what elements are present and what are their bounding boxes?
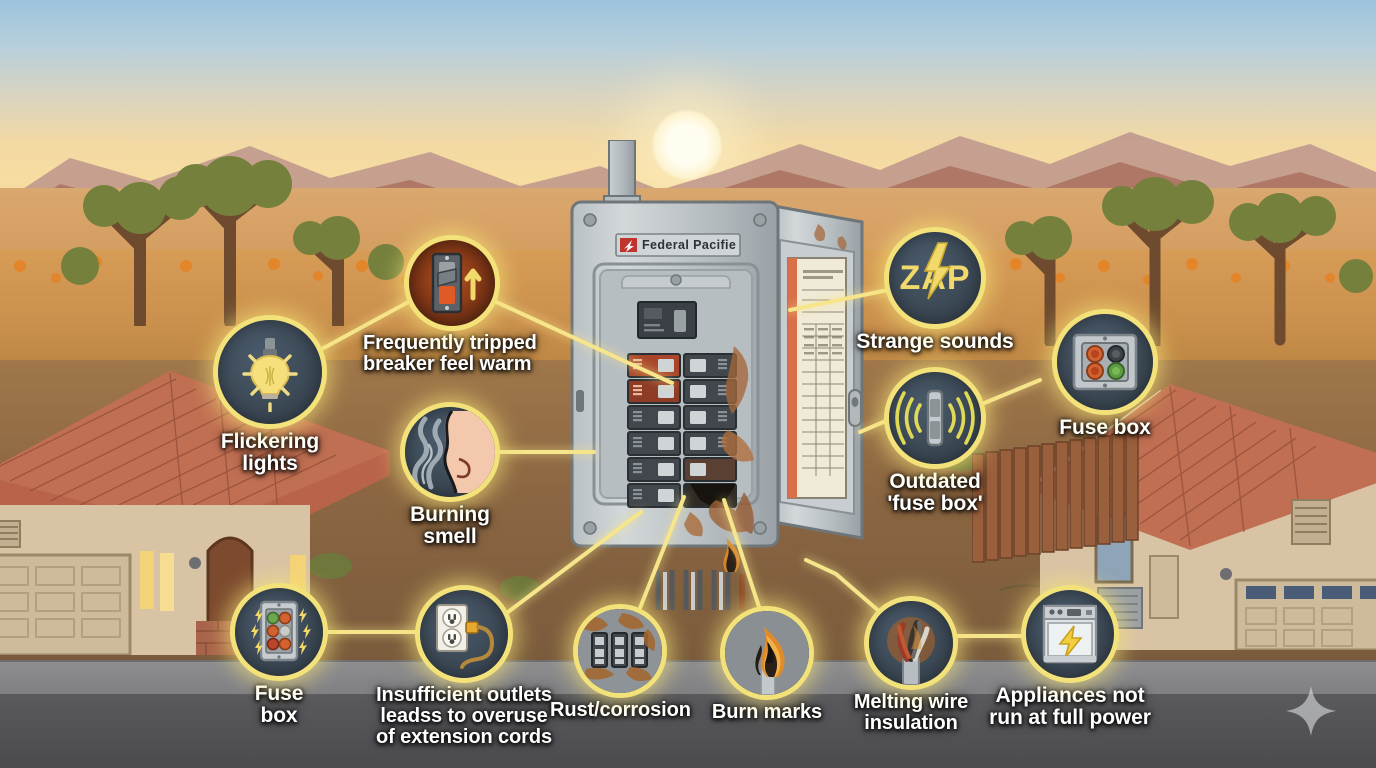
flame-icon [725,611,809,695]
sparkle-icon [1284,684,1338,738]
panel-brand-plate: Federal Pacifie [615,233,741,257]
tripped-breaker-caption: Frequently tripped breaker feel warm [363,332,537,376]
lightbulb-icon [242,338,298,412]
melting-wire-icon [887,617,935,685]
joshua-trees-right [1005,177,1373,346]
node-melting-wire-insulation[interactable]: Melting wire insulation [854,601,986,734]
node-rust-corrosion[interactable]: Rust/corrosion [550,609,691,721]
flickering-lights-caption: Flickering lights [220,430,320,476]
node-fuse-box-right[interactable]: Fuse box [1057,314,1153,439]
node-appliances-not-full-power[interactable]: Appliances not run at full power [989,590,1155,730]
insufficient-outlets-bubble[interactable] [420,590,508,678]
node-burning-smell[interactable]: Burning smell [405,407,495,549]
fuse-panel-icon [251,600,311,662]
node-insufficient-outlets[interactable]: Insufficient outlets leadss to overuse o… [376,590,554,749]
panel-brand-text: Federal Pacifie [642,238,736,252]
appliance-bolt-icon [1042,604,1098,664]
joshua-trees-left [61,156,404,326]
insufficient-outlets-caption: Insufficient outlets leadss to overuse o… [375,684,552,749]
burning-smell-bubble[interactable] [405,407,495,497]
wooden-fence [972,431,1139,563]
rust-corrosion-caption: Rust/corrosion [550,699,691,721]
outdated-fuse-box-caption: Outdated 'fuse box' [887,470,983,516]
fuse-plugs-icon [1072,333,1138,391]
outdated-fuse-box-bubble[interactable] [889,372,981,464]
outlet-cord-icon [436,604,495,669]
rusty-breakers-icon [578,609,662,693]
buzzing-fuse-icon [895,389,975,447]
strange-sounds-caption: Strange sounds [856,330,1014,353]
burn-marks-bubble[interactable] [725,611,809,695]
rust-corrosion-bubble[interactable] [578,609,662,693]
node-fuse-box-left[interactable]: Fuse box [235,588,323,728]
melting-wire-bubble[interactable] [869,601,953,685]
fuse-box-left-bubble[interactable] [235,588,323,676]
fuse-box-right-bubble[interactable] [1057,314,1153,410]
node-flickering-lights[interactable]: Flickering lights [218,320,322,476]
node-burn-marks[interactable]: Burn marks [712,611,832,723]
breaker-switch-icon [431,252,482,314]
appliances-bubble[interactable] [1026,590,1114,678]
breaker-column-right [683,353,737,508]
flickering-lights-bubble[interactable] [218,320,322,424]
road [0,694,1376,768]
zap-icon: ZAP [900,242,970,300]
tripped-breaker-bubble[interactable] [409,240,495,326]
fuse-box-left-caption: Fuse box [254,682,304,728]
melting-wire-caption: Melting wire insulation [853,691,969,735]
sidewalk [0,660,1376,698]
burn-marks-caption: Burn marks [711,701,823,723]
appliances-caption: Appliances not run at full power [989,684,1151,730]
node-strange-sounds[interactable]: ZAP Strange sounds [856,232,1015,353]
node-outdated-fuse-box[interactable]: Outdated 'fuse box' [887,372,995,516]
sun-icon [650,108,724,182]
node-frequently-tripped-breaker[interactable]: Frequently tripped breaker feel warm [363,240,553,375]
electrical-panel[interactable]: Federal Pacifie [566,140,886,610]
fuse-box-right-caption: Fuse box [1059,416,1151,439]
house-left [0,355,410,655]
nose-smoke-icon [412,410,495,494]
strange-sounds-bubble[interactable]: ZAP [889,232,981,324]
burning-smell-caption: Burning smell [410,503,490,549]
